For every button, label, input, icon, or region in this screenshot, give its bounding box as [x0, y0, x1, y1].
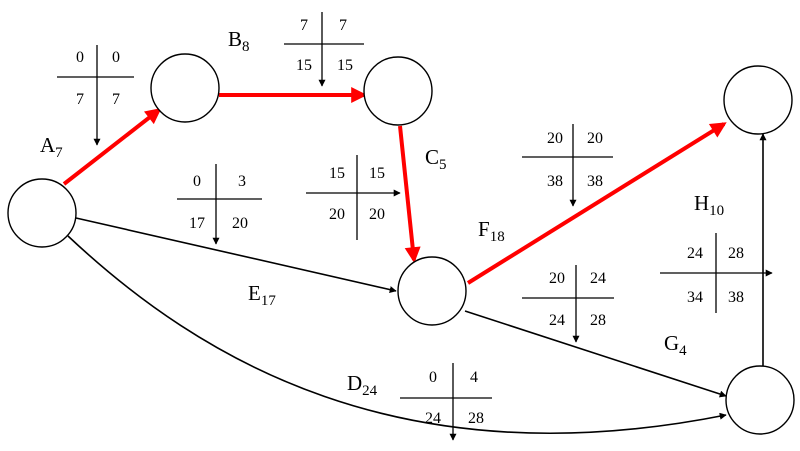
activity-label-H: H10 — [694, 191, 724, 219]
timebox-B: 7 7 15 15 — [284, 12, 364, 87]
activity-label-A: A7 — [40, 133, 63, 161]
timebox-F-ef: 20 — [587, 130, 603, 147]
timebox-B-ef: 7 — [339, 17, 347, 34]
node-2 — [150, 53, 220, 123]
timebox-A-lf: 7 — [112, 91, 120, 108]
timebox-C-es: 15 — [329, 165, 345, 182]
timebox-C-ef: 15 — [369, 165, 385, 182]
activity-label-G: G4 — [664, 331, 687, 359]
timebox-B-ls: 15 — [296, 57, 312, 74]
edge-A — [62, 108, 162, 186]
timebox-F-lf: 38 — [587, 173, 603, 190]
timebox-F-es: 20 — [547, 130, 563, 147]
node-4 — [397, 256, 467, 326]
timebox-D: 0 4 24 28 — [400, 363, 492, 441]
timebox-B-es: 7 — [300, 17, 308, 34]
timebox-F-ls: 38 — [547, 173, 563, 190]
timebox-A: 0 0 7 7 — [57, 45, 134, 146]
activity-label-D: D24 — [347, 371, 378, 399]
activity-label-C: C5 — [425, 145, 447, 173]
activity-label-E: E17 — [248, 281, 276, 309]
timebox-A-es: 0 — [76, 49, 84, 66]
timebox-G-lf: 28 — [590, 312, 606, 329]
timebox-C-lf: 20 — [369, 206, 385, 223]
activity-label-B: B8 — [228, 27, 250, 55]
edge-G — [464, 310, 727, 398]
edge-E — [75, 217, 397, 294]
timebox-D-ls: 24 — [425, 410, 441, 427]
timebox-E-lf: 20 — [232, 215, 248, 232]
timebox-C: 15 15 20 20 — [306, 155, 401, 240]
edge-C — [398, 125, 421, 264]
timebox-G-es: 20 — [549, 270, 565, 287]
timebox-F: 20 20 38 38 — [522, 124, 613, 207]
timebox-E-ls: 17 — [189, 215, 205, 232]
timebox-C-ls: 20 — [329, 206, 345, 223]
timebox-G-ls: 24 — [549, 312, 565, 329]
timebox-H-es: 24 — [687, 245, 703, 262]
timebox-G: 20 24 24 28 — [522, 265, 614, 343]
timebox-D-ef: 4 — [470, 369, 478, 386]
node-3 — [363, 56, 433, 126]
timebox-H: 24 28 34 38 — [660, 233, 773, 313]
timebox-H-ef: 28 — [728, 245, 744, 262]
timebox-E-es: 0 — [193, 173, 201, 190]
timebox-E: 0 3 17 20 — [177, 164, 262, 245]
node-6 — [723, 65, 793, 135]
timebox-H-ls: 34 — [687, 289, 703, 306]
timebox-D-es: 0 — [429, 369, 437, 386]
timebox-A-ef: 0 — [112, 49, 120, 66]
timebox-E-ef: 3 — [238, 173, 246, 190]
timebox-H-lf: 38 — [728, 289, 744, 306]
activity-label-F: F18 — [478, 217, 505, 245]
timebox-D-lf: 28 — [468, 410, 484, 427]
timebox-G-ef: 24 — [590, 270, 606, 287]
node-5 — [725, 365, 795, 435]
edge-D — [67, 235, 727, 434]
node-1 — [7, 178, 77, 248]
timebox-A-ls: 7 — [76, 91, 84, 108]
timebox-B-lf: 15 — [337, 57, 353, 74]
edge-F — [466, 122, 727, 285]
